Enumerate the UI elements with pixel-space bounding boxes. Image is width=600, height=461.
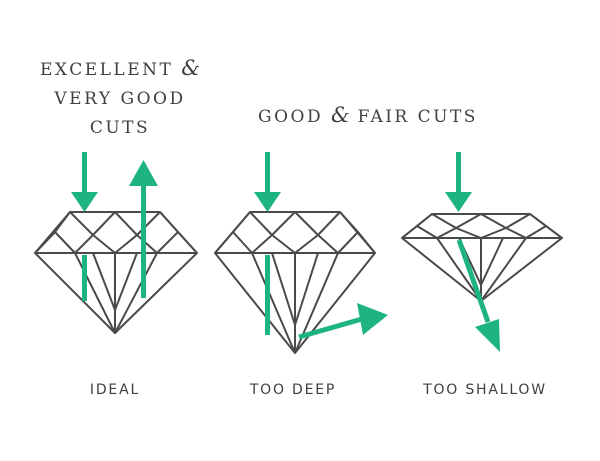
ideal-incoming-arrow-shaft [82,152,87,194]
heading-ampersand: & [181,56,200,80]
good-fair-heading: GOOD & FAIR CUTS [248,101,488,132]
too-shallow-light-path [445,152,500,352]
deep-inner-ray [265,255,270,335]
up-arrow-icon [129,160,158,186]
caption-too-deep: TOO DEEP [249,382,337,398]
ideal-return-arrow-shaft [141,184,146,298]
down-arrow-icon [445,192,472,212]
heading-very-good: VERY GOOD [54,89,186,109]
shallow-incoming-arrow-shaft [456,152,461,194]
deflected-arrow-icon [357,303,388,335]
heading-cuts: CUTS [89,118,151,138]
heading-fair-cuts: FAIR CUTS [357,107,478,127]
down-arrow-icon [71,192,98,212]
down-arrow-icon [254,192,281,212]
ideal-light-path [71,152,158,301]
heading-ampersand-2: & [331,103,350,127]
heading-excellent: EXCELLENT [40,60,174,80]
caption-too-shallow: TOO SHALLOW [423,382,547,398]
deep-leak-arrow-shaft [298,316,363,340]
heading-good: GOOD [258,107,324,127]
deep-incoming-arrow-shaft [265,152,270,194]
too-deep-diamond-icon [214,211,376,354]
deflected-arrow-icon [475,319,500,352]
too-deep-light-path [254,152,388,340]
too-shallow-diamond-icon [401,213,563,302]
ideal-inner-ray [82,255,87,301]
shallow-leak-arrow-shaft [456,239,491,323]
caption-ideal: IDEAL [89,382,141,398]
excellent-very-good-heading: EXCELLENT & VERY GOOD CUTS [30,54,210,143]
ideal-diamond-icon [34,211,198,334]
